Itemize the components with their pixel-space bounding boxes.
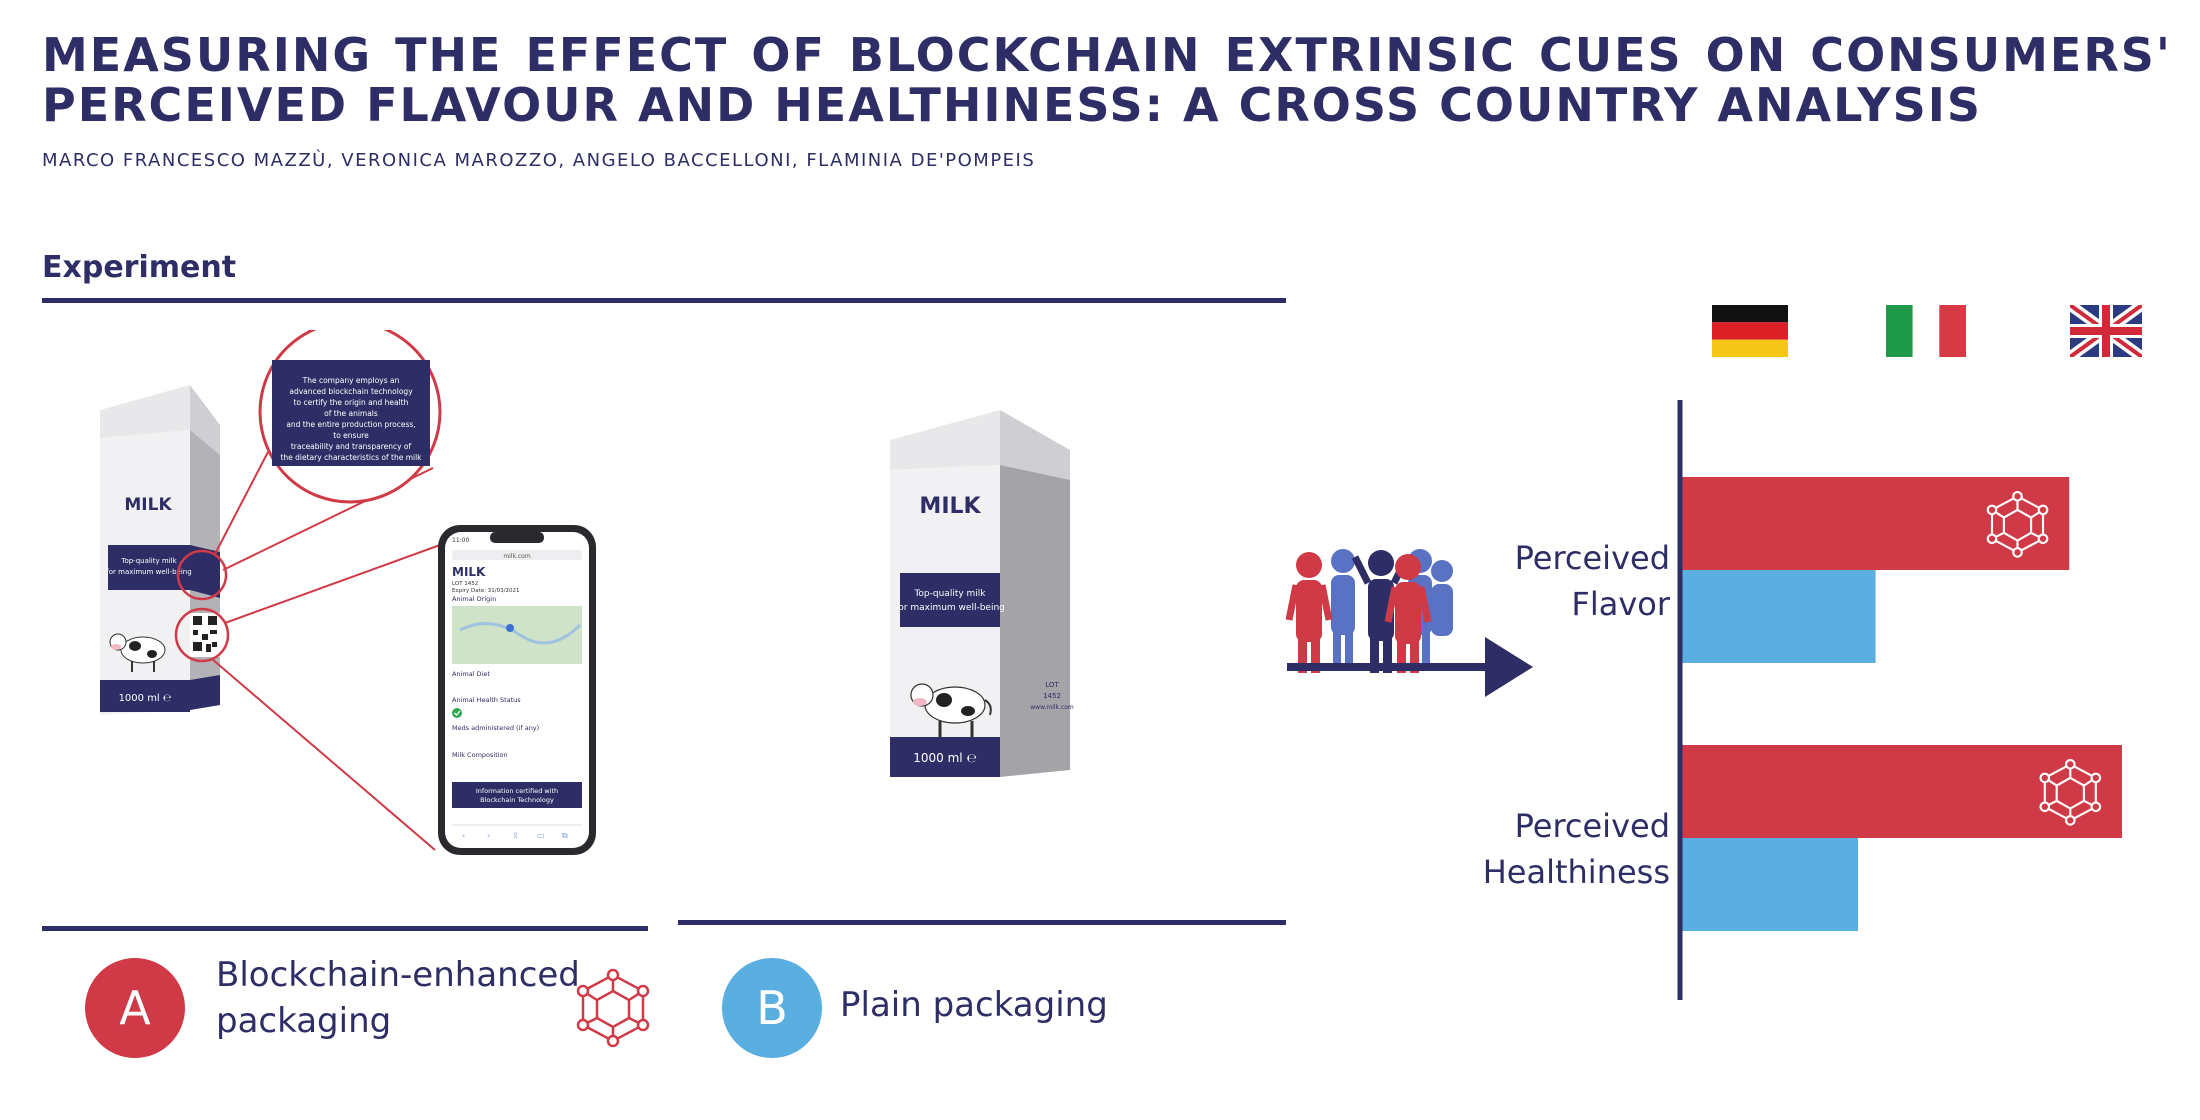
carton-b-tagline-2: for maximum well-being xyxy=(895,603,1005,613)
svg-text:and the entire production proc: and the entire production process, xyxy=(286,420,415,429)
svg-text:of the animals: of the animals xyxy=(324,409,378,418)
share-icon: ⇪ xyxy=(512,831,519,840)
arrow-right-icon xyxy=(1485,637,1533,697)
category-label-healthiness: Perceived Healthiness xyxy=(1482,807,1670,891)
condition-a-badge: A xyxy=(85,958,185,1058)
condition-b-badge: B xyxy=(722,958,822,1058)
svg-text:www.milk.com: www.milk.com xyxy=(1030,704,1074,711)
svg-text:to certify the origin and heal: to certify the origin and health xyxy=(294,398,409,407)
carton-a-tagline-2: for maximum well-being xyxy=(106,568,191,576)
bar-healthiness-b xyxy=(1682,838,1858,931)
smartphone-mockup: 11:00 milk.com MILK LOT 1452 Expiry Date… xyxy=(438,525,596,855)
qr-code-icon xyxy=(190,613,220,657)
participants-group xyxy=(1285,549,1533,697)
milk-carton-a: MILK Top-quality milk for maximum well-b… xyxy=(100,385,220,715)
svg-text:Expiry Date: 31/03/2021: Expiry Date: 31/03/2021 xyxy=(452,588,519,594)
condition-b-divider xyxy=(678,920,1286,925)
carton-a-brand: MILK xyxy=(124,495,172,515)
bookmarks-icon: ▭ xyxy=(537,831,545,840)
carton-a-illustration: MILK Top-quality milk for maximum well-b… xyxy=(100,330,596,855)
svg-text:MILK: MILK xyxy=(452,565,486,579)
svg-text:Animal Diet: Animal Diet xyxy=(452,670,490,678)
svg-text:1452: 1452 xyxy=(1043,692,1061,700)
germany-flag-icon xyxy=(1712,305,1788,357)
svg-text:Meds administered (if any): Meds administered (if any) xyxy=(452,724,539,732)
bar-flavor-b xyxy=(1682,570,1876,663)
title-line-2: PERCEIVED FLAVOUR AND HEALTHINESS: A CRO… xyxy=(42,78,1982,132)
condition-a-label: Blockchain-enhanced packaging xyxy=(216,955,580,1041)
map-pin-icon xyxy=(506,624,514,632)
svg-text:Animal Origin: Animal Origin xyxy=(452,595,496,603)
condition-b-label: Plain packaging xyxy=(840,985,1108,1025)
carton-b-volume: 1000 ml ℮ xyxy=(913,751,976,765)
svg-text:LOT: LOT xyxy=(1045,681,1059,689)
bar-healthiness-a xyxy=(1682,745,2122,838)
cow-icon xyxy=(109,633,166,672)
title-line-1: MEASURING THE EFFECT OF BLOCKCHAIN EXTRI… xyxy=(42,28,2172,82)
carton-a-tagline-1: Top-quality milk xyxy=(120,557,177,565)
svg-text:Milk Composition: Milk Composition xyxy=(452,751,508,759)
carton-b-brand: MILK xyxy=(919,494,981,519)
bar-flavor-a xyxy=(1682,477,2070,570)
condition-a-divider xyxy=(42,926,648,931)
perception-bar-chart xyxy=(1677,400,2122,1000)
svg-text:LOT 1452: LOT 1452 xyxy=(452,581,478,587)
svg-text:Information certified with: Information certified with xyxy=(476,787,558,795)
section-divider xyxy=(42,298,1286,303)
poster-title: MEASURING THE EFFECT OF BLOCKCHAIN EXTRI… xyxy=(42,30,2172,130)
carton-a-volume: 1000 ml ℮ xyxy=(119,693,172,704)
callout-text: The company employs an advanced blockcha… xyxy=(280,376,422,462)
svg-text:Animal Health Status: Animal Health Status xyxy=(452,696,521,704)
callout-circle-text xyxy=(176,549,228,601)
callout-circle-qr xyxy=(174,607,230,663)
blockchain-cube-icon xyxy=(1986,490,2049,558)
svg-text:milk.com: milk.com xyxy=(503,553,531,560)
section-heading: Experiment xyxy=(42,250,237,285)
authors: MARCO FRANCESCO MAZZÙ, VERONICA MAROZZO,… xyxy=(42,150,1036,171)
uk-flag-icon xyxy=(2070,305,2142,357)
svg-text:the dietary characteristics of: the dietary characteristics of the milk xyxy=(280,453,422,462)
forward-icon: › xyxy=(487,831,490,840)
blockchain-cert-button xyxy=(452,782,582,808)
svg-text:traceability and transparency: traceability and transparency of xyxy=(291,442,412,451)
italy-flag-icon xyxy=(1886,305,1966,357)
blockchain-cube-icon xyxy=(2039,758,2102,826)
cow-icon xyxy=(910,683,992,737)
svg-text:to ensure: to ensure xyxy=(333,431,369,440)
check-icon xyxy=(452,708,462,718)
carton-b-tagline-1: Top-quality milk xyxy=(913,589,986,599)
category-label-flavor: Perceived Flavor xyxy=(1514,539,1670,623)
svg-text:11:00: 11:00 xyxy=(452,537,469,544)
back-icon: ‹ xyxy=(462,831,465,840)
blockchain-cube-icon xyxy=(576,968,650,1048)
map-thumbnail xyxy=(452,606,582,664)
milk-carton-b: MILK Top-quality milk for maximum well-b… xyxy=(890,410,1074,777)
svg-text:The company employs an: The company employs an xyxy=(302,376,400,385)
tabs-icon: ⧉ xyxy=(562,831,568,840)
svg-text:Blockchain Technology: Blockchain Technology xyxy=(480,796,554,804)
people-icon xyxy=(1285,549,1453,673)
svg-text:advanced blockchain technology: advanced blockchain technology xyxy=(289,387,413,396)
